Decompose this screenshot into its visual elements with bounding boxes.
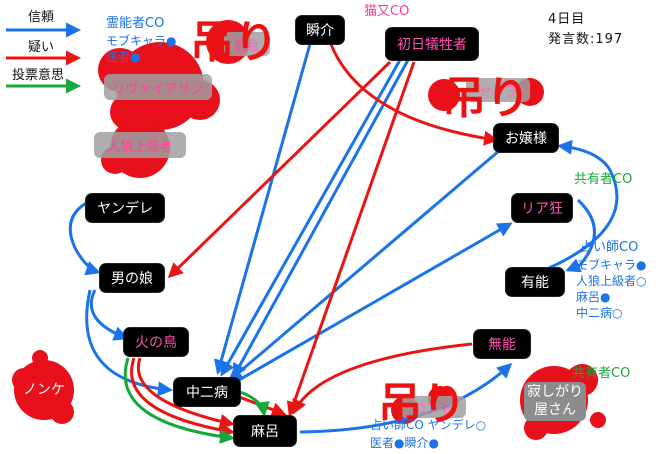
hang-mark-top: 吊り (190, 17, 278, 68)
node-otokonoko[interactable]: 男の娘 (100, 264, 164, 292)
edge-otokonoko-hinotori (89, 289, 129, 341)
edge-vote-hinotori-maro (123, 357, 235, 444)
edge-victim-maro (286, 61, 416, 417)
edge-shunsuke-chuunibyou (214, 43, 312, 375)
legend-doubt-label: 疑い (28, 40, 55, 55)
node-maro[interactable]: 麻呂 (234, 416, 296, 446)
dead-revaiasan: リヴァイアサン (104, 74, 212, 100)
edge-victim-otokonoko (167, 60, 392, 279)
annotation-isha: 医者● (106, 50, 141, 64)
node-munou[interactable]: 無能 (474, 330, 530, 358)
day-counter: 4日目 (548, 12, 586, 27)
node-yuunou[interactable]: 有能 (506, 268, 564, 296)
annotation-reinousha-co: 霊能者CO (106, 16, 165, 31)
dead-tsuri-top: 医者 (224, 32, 270, 56)
annotation-mobukyara: モブキャラ● (106, 34, 177, 48)
edge-shunsuke-ojousama (328, 41, 499, 146)
annotation-nekomata-co: 猫又CO (364, 4, 410, 19)
edge-yandere-otokonoko (68, 198, 101, 276)
hang-mark-right: 吊り (442, 73, 530, 124)
edge-victim-chuunibyou-2 (232, 59, 410, 379)
edge-chuunibyou-riakyou (231, 222, 513, 386)
annotation-uranaishi-co: 占い師CO (580, 240, 639, 255)
edge-vote-chuunibyou-maro (239, 390, 270, 417)
edge-hinotori-maro-2 (130, 357, 235, 438)
dead-sabishigariya: 寂しがり 屋さん (524, 382, 586, 421)
hang-mark-bottom: 吊り (378, 379, 466, 430)
node-riakyou[interactable]: リア狂 (512, 194, 572, 222)
node-yandere[interactable]: ヤンデレ (86, 194, 164, 222)
edge-otokonoko-chuunibyou (85, 289, 173, 397)
edge-munou-maro (292, 342, 473, 415)
dead-jinrou-joukyuusha: 人狼上級者 (94, 132, 186, 158)
node-hinotori[interactable]: 火の鳥 (124, 328, 188, 356)
dead-tsuri-bottom: コンセ (400, 396, 466, 418)
legend-vote-label: 投票意思 (12, 68, 65, 83)
annotation-chuunibyou-2: 中二病○ (576, 306, 623, 320)
dead-tsuri-right: セキラ (466, 78, 530, 102)
node-first-victim[interactable]: 初日犠牲者 (386, 28, 478, 60)
edge-ojousama-chuunibyou (227, 148, 501, 382)
annotation-maro-2: 麻呂● (576, 290, 611, 304)
annotation-jinrou-joukyuusha-2: 人狼上級者○ (576, 274, 647, 288)
edge-riakyou-yuunou (565, 198, 596, 273)
dead-nonke: ノンケ (23, 382, 65, 398)
edge-victim-chuunibyou (220, 59, 402, 377)
edge-hinotori-maro-1 (137, 357, 235, 429)
annotation-mobukyara-2: モブキャラ● (576, 258, 647, 272)
edge-yuunou-ojousama (539, 139, 619, 274)
node-ojousama[interactable]: お嬢様 (494, 124, 558, 152)
annotation-uranaishi-co-2: 占い師CO ヤンデレ○ (370, 418, 487, 432)
legend-trust-label: 信頼 (28, 10, 55, 25)
annotation-isha-shunsuke: 医者●瞬介● (370, 436, 439, 450)
annotation-kyouyuusha-co-1: 共有者CO (574, 172, 633, 187)
post-count: 発言数:197 (548, 32, 624, 47)
annotation-kyouyuusha-co-2: 共有者CO (572, 366, 631, 381)
node-chuunibyou[interactable]: 中二病 (174, 378, 240, 406)
node-shunsuke[interactable]: 瞬介 (296, 16, 344, 44)
